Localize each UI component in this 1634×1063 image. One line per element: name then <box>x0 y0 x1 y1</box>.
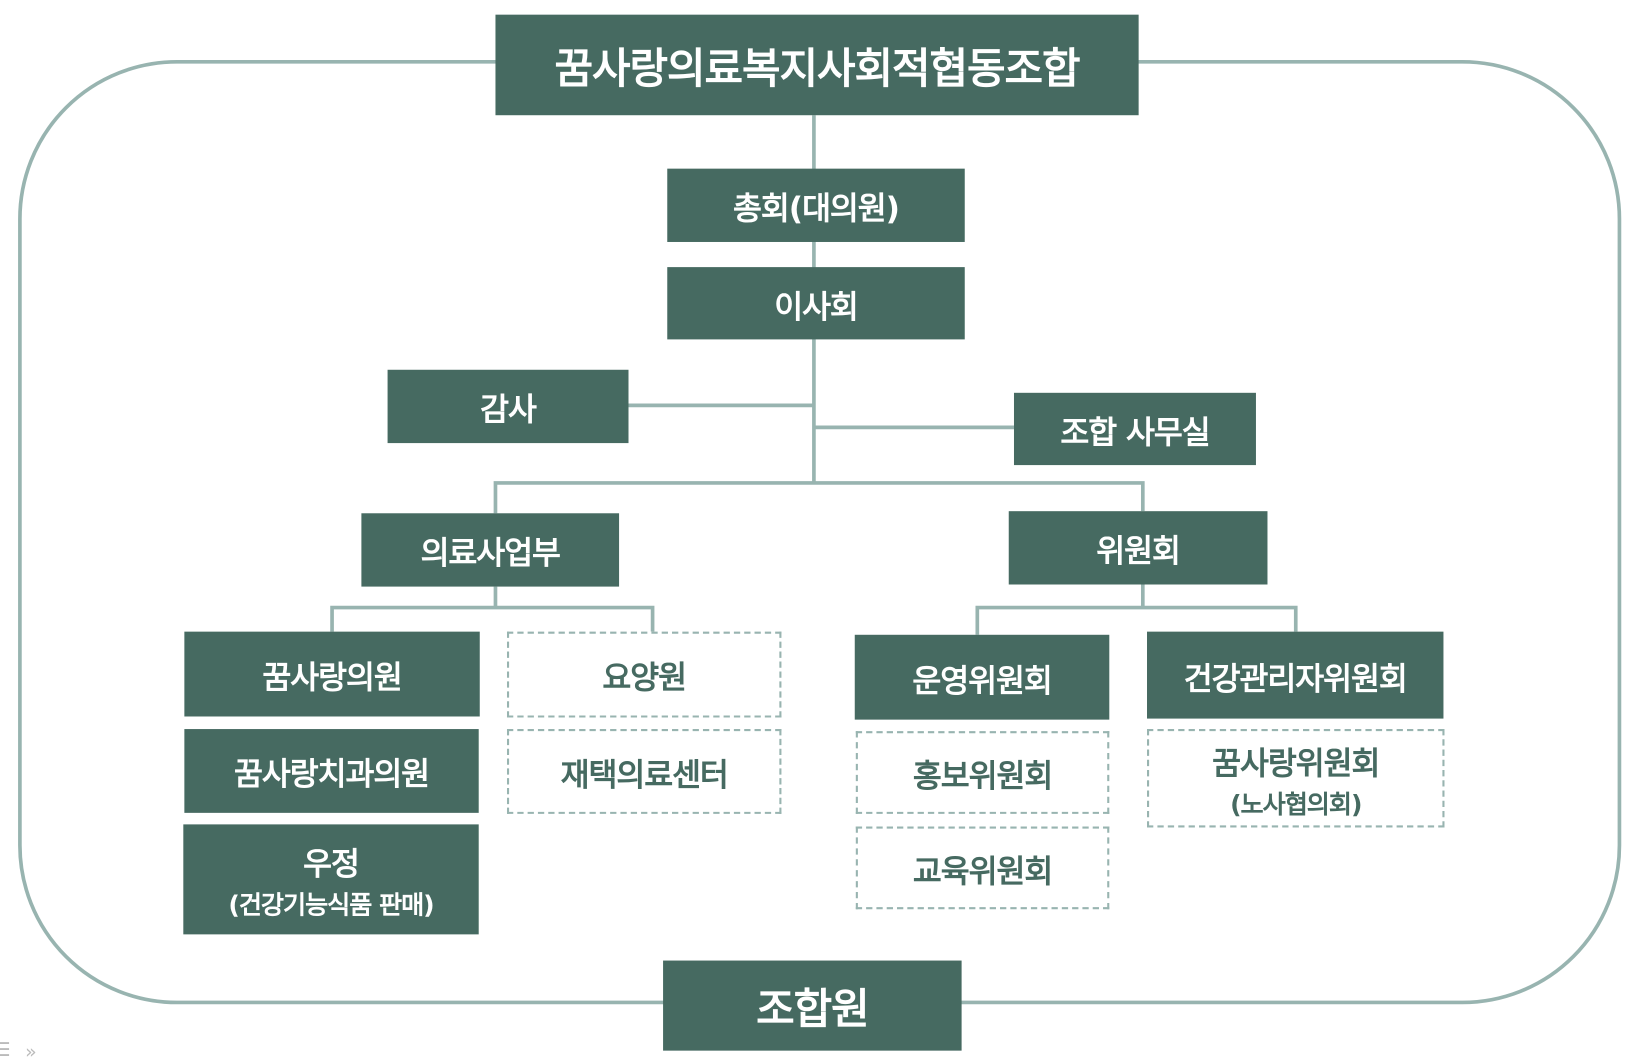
labor-management-council-box: 꿈사랑위원회 (노사협의회) <box>1147 729 1445 828</box>
office-box: 조합 사무실 <box>1013 392 1256 466</box>
division-branch-line <box>493 481 1145 514</box>
list-view-icon[interactable]: ☰ <box>0 1039 11 1061</box>
clinic-box: 꿈사랑의원 <box>184 631 480 717</box>
nursing-home-box: 요양원 <box>506 631 782 718</box>
education-committee-box: 교육위원회 <box>855 826 1110 910</box>
labor-management-sublabel: (노사협의회) <box>1230 789 1362 819</box>
committee-branch-line <box>975 584 1298 635</box>
board-box: 이사회 <box>667 267 965 340</box>
pr-committee-box: 홍보위원회 <box>855 731 1110 814</box>
labor-management-label: 꿈사랑위원회 <box>1212 745 1380 782</box>
steering-committee-box: 운영위원회 <box>854 634 1110 720</box>
woojung-box: 우정 (건강기능식품 판매) <box>183 824 479 935</box>
woojung-sublabel: (건강기능식품 판매) <box>228 890 434 920</box>
dental-clinic-box: 꿈사랑치과의원 <box>184 729 479 813</box>
home-care-center-box: 재택의료센터 <box>506 729 782 814</box>
cooperative-title: 꿈사랑의료복지사회적협동조합 <box>495 14 1139 116</box>
medical-branch-line <box>330 586 655 632</box>
committees-box: 위원회 <box>1008 511 1268 585</box>
medical-division-box: 의료사업부 <box>361 513 620 587</box>
audit-box: 감사 <box>387 369 629 444</box>
members-box: 조합원 <box>663 960 962 1051</box>
double-chevron-right-icon[interactable]: » <box>25 1041 37 1063</box>
health-manager-committee-box: 건강관리자위원회 <box>1147 631 1444 719</box>
woojung-label: 우정 <box>303 846 360 884</box>
general-assembly-box: 총회(대의원) <box>667 168 965 242</box>
